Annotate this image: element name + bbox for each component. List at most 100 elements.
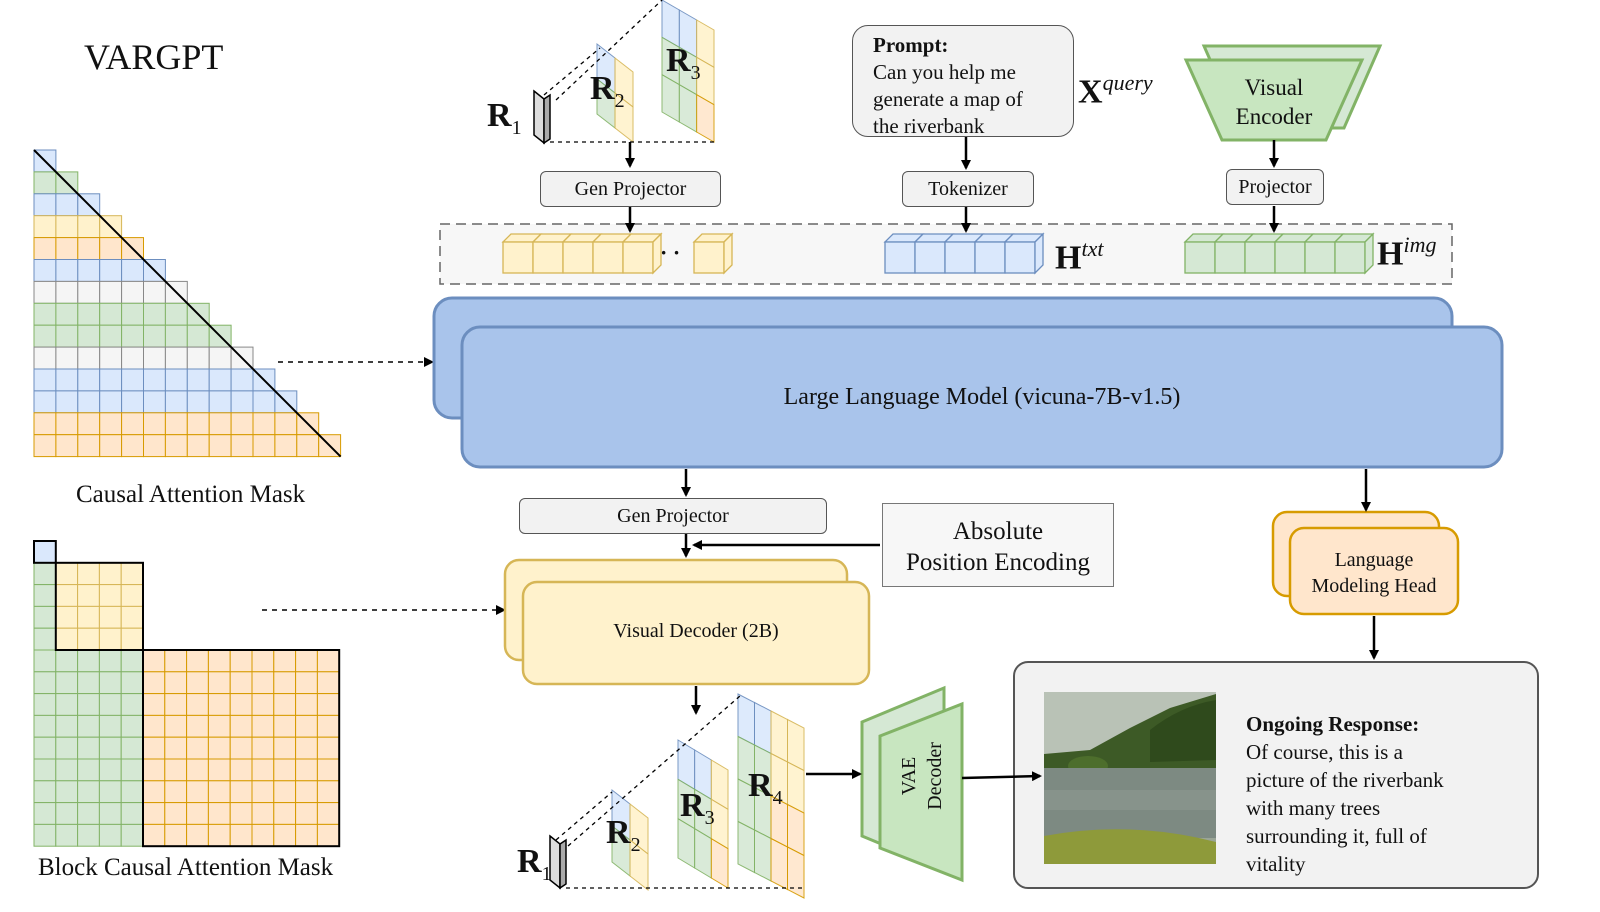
mask-cell [143, 390, 166, 414]
mask-cell [55, 215, 79, 239]
block-mask-cell [316, 823, 340, 847]
r1-bottom-slab [549, 834, 567, 890]
block-mask-cell [55, 562, 79, 586]
block-mask-cell [142, 823, 166, 847]
mask-cell [99, 368, 123, 392]
mask-cell [77, 237, 101, 261]
r2-bottom-slab [611, 788, 649, 892]
mask-cell [55, 346, 79, 370]
h-img-sup: img [1403, 232, 1437, 257]
mask-cell [164, 390, 188, 414]
mask-cell [33, 434, 57, 458]
text-token [883, 233, 925, 274]
block-mask-cell [229, 802, 253, 825]
block-mask-cell [273, 736, 297, 760]
block-mask-cell [33, 823, 57, 847]
x-query-label: Xquery [1078, 70, 1153, 111]
block-mask-cell [316, 736, 340, 760]
llm-label: Large Language Model (vicuna-7B-v1.5) [783, 384, 1181, 410]
mask-cell [186, 412, 210, 436]
mask-cell [33, 390, 57, 414]
mask-cell [121, 390, 144, 414]
r4-bottom-slab [737, 693, 805, 899]
block-mask-cell [295, 649, 318, 673]
mask-cell [164, 412, 188, 436]
mask-cell [208, 412, 232, 436]
block-mask-cell [77, 693, 100, 716]
r4-bottom-label: R4 [748, 767, 783, 809]
block-mask-cell [120, 736, 144, 760]
mask-cell [33, 215, 57, 239]
block-mask-cell [207, 823, 231, 847]
mask-cell [121, 324, 144, 348]
mask-cell [55, 434, 79, 458]
mask-cell [143, 346, 166, 370]
prompt-box: Prompt: Can you help me generate a map o… [852, 25, 1074, 138]
block-mask-cell [98, 823, 122, 847]
response-text: Ongoing Response: Of course, this is a p… [1246, 710, 1526, 878]
block-mask-cell [229, 693, 253, 716]
mask-cell [121, 368, 144, 392]
mask-cell [33, 346, 57, 370]
gen-token-side [652, 232, 662, 275]
block-mask-cell [77, 584, 100, 607]
block-mask-cell [55, 605, 79, 629]
mask-cell [55, 280, 79, 304]
block-mask-cell [77, 823, 100, 847]
block-mask-cell [120, 780, 144, 804]
block-mask-cell [186, 823, 209, 847]
visual-encoder-line: Encoder [1235, 104, 1313, 129]
mask-cell [33, 259, 57, 282]
r3-top-label: R3 [666, 42, 701, 84]
block-mask-cell [164, 649, 188, 673]
block-mask-cell [229, 736, 253, 760]
mask-cell [55, 193, 79, 217]
block-mask-cell [120, 714, 144, 738]
r1-bottom-label: R1 [517, 843, 552, 885]
mask-diagonal [33, 149, 342, 458]
block-mask-cell [98, 780, 122, 804]
block-mask-cell [98, 562, 122, 586]
block-mask-cell [295, 714, 318, 738]
r2-top-label: R2 [590, 70, 625, 112]
mask-cell [99, 434, 123, 458]
prompt-line: generate a map of [873, 87, 1023, 111]
h-img-label: Himg [1377, 232, 1436, 273]
absolute-position-encoding-box: Absolute Position Encoding [882, 503, 1114, 587]
mask-cell [186, 324, 210, 348]
response-line: Of course, this is a [1246, 740, 1403, 764]
mask-cell [252, 412, 276, 436]
riverbank-image [1044, 692, 1216, 864]
mask-cell [55, 237, 79, 261]
block-causal-attention-mask [33, 540, 341, 848]
image-token [1303, 233, 1345, 274]
block-mask-cell [77, 780, 100, 804]
block-mask-cell [33, 780, 57, 804]
mask-cell [252, 434, 276, 458]
block-mask-cell [164, 693, 188, 716]
mask-cell [296, 434, 320, 458]
mask-cell [33, 368, 57, 392]
response-line: with many trees [1246, 796, 1381, 820]
block-mask-cell [207, 736, 231, 760]
block-mask-cell [229, 714, 253, 738]
block-mask-cell [164, 780, 188, 804]
block-mask-cell [251, 736, 275, 760]
vae-decoder-label: VAE Decoder [896, 712, 948, 840]
block-mask-cell [164, 823, 188, 847]
mask-cell [208, 346, 232, 370]
image-token-side [1364, 232, 1374, 275]
mask-cell [230, 368, 254, 392]
block-mask-cell [316, 780, 340, 804]
block-mask-cell [120, 758, 144, 782]
block-mask-cell [295, 758, 318, 782]
token-ellipsis: · · [660, 240, 681, 265]
block-mask-cell [98, 736, 122, 760]
h-img-main: H [1377, 235, 1404, 273]
block-mask-cell [120, 693, 144, 716]
mask-cell [99, 324, 123, 348]
mask-cell [121, 280, 144, 304]
block-mask-cell [142, 736, 166, 760]
mask-cell [143, 302, 166, 326]
